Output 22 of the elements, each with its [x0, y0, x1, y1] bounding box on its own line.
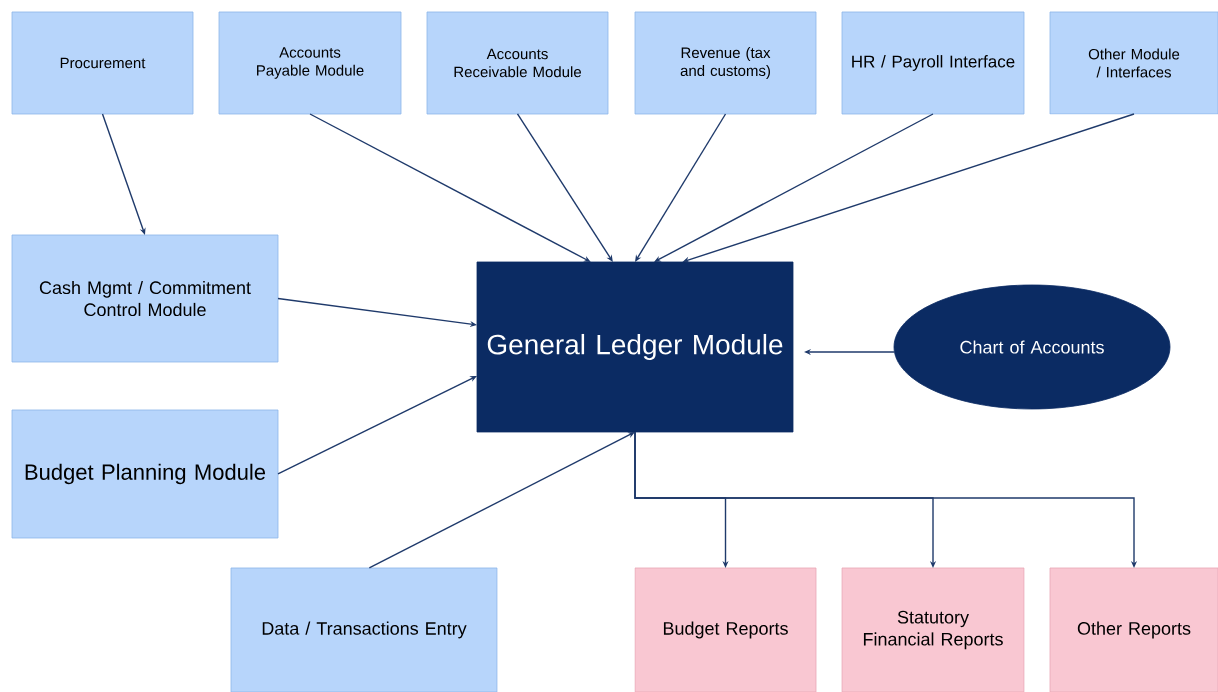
arrow — [277, 375, 477, 475]
arrow — [635, 113, 727, 262]
module-box: HR / Payroll Interface — [841, 11, 1025, 115]
module-box: Accounts Payable Module — [218, 11, 402, 115]
arrow — [634, 431, 1138, 568]
arrow — [101, 113, 146, 235]
module-box: Other Module / Interfaces — [1049, 11, 1218, 115]
arrow — [309, 113, 591, 262]
module-box: Procurement — [11, 11, 194, 115]
report-box: Statutory Financial Reports — [841, 567, 1025, 692]
module-box: Data / Transactions Entry — [230, 567, 498, 692]
arrow — [654, 113, 934, 262]
arrow — [368, 432, 635, 569]
arrow — [516, 113, 613, 262]
arrow — [277, 297, 477, 327]
module-box: Cash Mgmt / Commitment Control Module — [11, 234, 279, 363]
module-box: Accounts Receivable Module — [426, 11, 609, 115]
report-box: Other Reports — [1049, 567, 1218, 692]
ledger-box: General Ledger Module — [476, 261, 794, 433]
report-box: Budget Reports — [634, 567, 817, 692]
module-box: Budget Planning Module — [11, 409, 279, 539]
module-box: Revenue (tax and customs) — [634, 11, 817, 115]
